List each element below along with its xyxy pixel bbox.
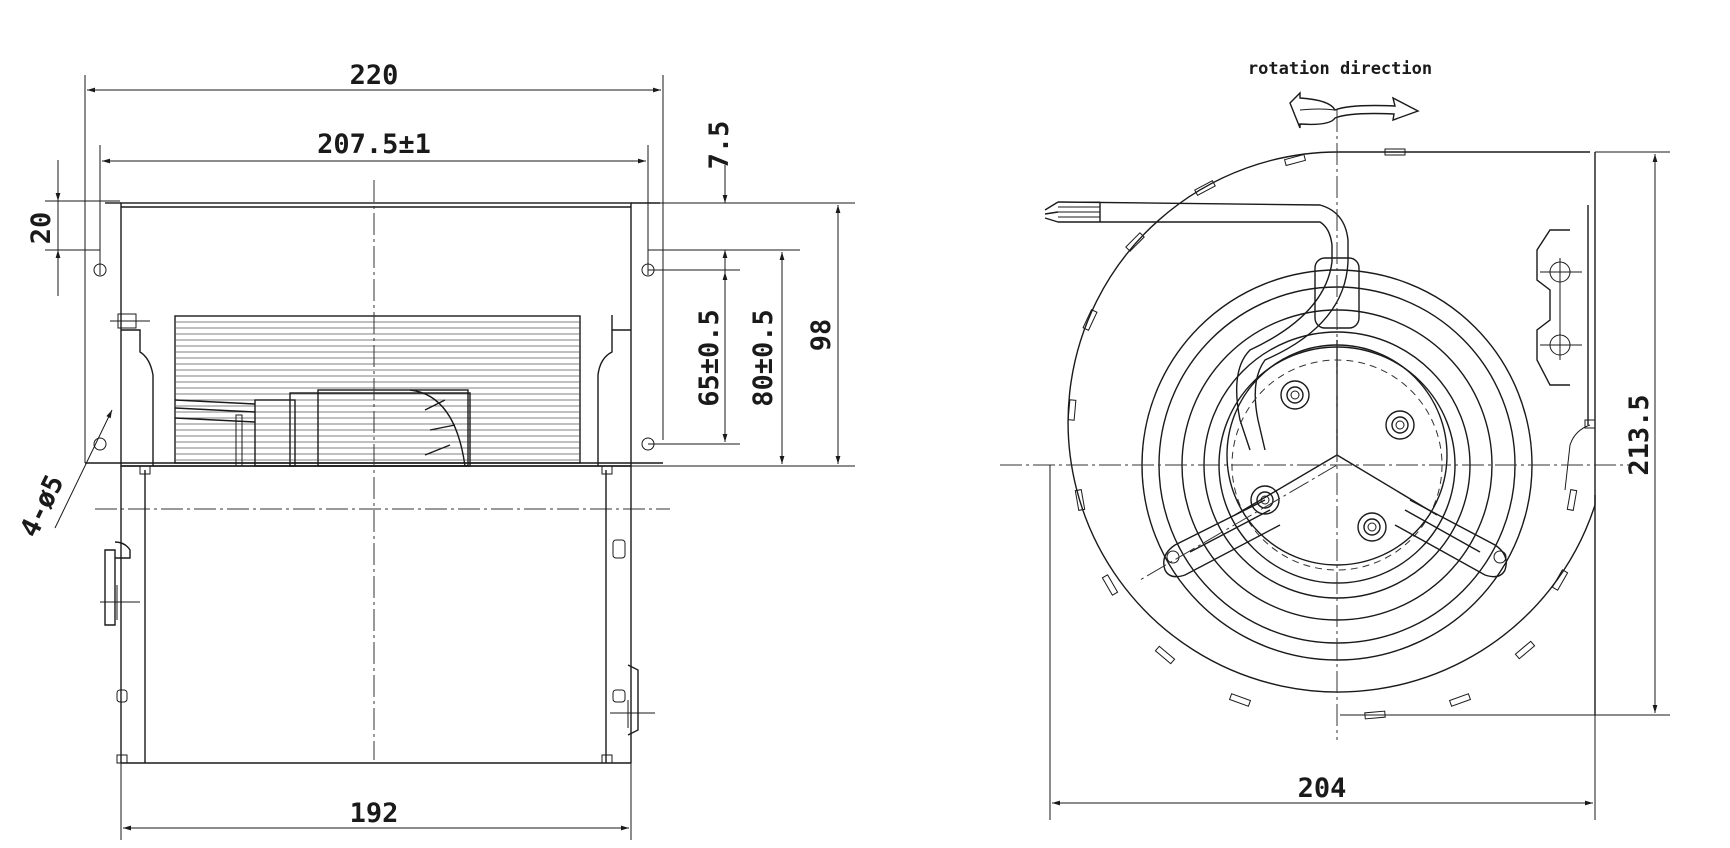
motor-block — [289, 392, 471, 467]
housing-tab — [1228, 693, 1252, 707]
dim-204-label: 204 — [1298, 773, 1347, 804]
dim-207-label: 207.5±1 — [317, 129, 431, 160]
dim-98-label: 98 — [806, 319, 837, 352]
housing-tab — [1154, 645, 1176, 665]
impeller-fins — [174, 315, 581, 464]
holes-label: 4-ø5 — [14, 470, 70, 542]
housing-tab — [1074, 489, 1086, 511]
cable-wires — [1058, 201, 1100, 223]
front-view: rotation direction — [1000, 59, 1670, 820]
housing-tab — [1551, 569, 1569, 591]
dim-20-label: 20 — [26, 212, 57, 245]
housing-tab — [1514, 640, 1536, 660]
housing-tab — [1384, 148, 1406, 156]
screws — [1250, 380, 1415, 542]
dim-65-label: 65±0.5 — [694, 309, 725, 407]
mount-hole-bl — [93, 437, 107, 451]
housing-tab — [1101, 574, 1119, 596]
housing-tab — [1283, 153, 1307, 167]
dim-80-label: 80±0.5 — [748, 309, 779, 407]
housing-tab — [1082, 309, 1098, 331]
mount-hole-tl — [93, 263, 107, 277]
scroll-housing — [1067, 151, 1596, 693]
dim-7-5-label: 7.5 — [704, 121, 735, 170]
side-view: 220 207.5±1 20 — [14, 60, 855, 840]
housing-body — [120, 202, 632, 467]
rotation-arrow-icon — [1289, 91, 1420, 129]
housing-tab — [1194, 179, 1216, 197]
dim-220-label: 220 — [350, 60, 399, 91]
dim-213-label: 213.5 — [1624, 394, 1655, 475]
housing-tab — [1364, 710, 1386, 720]
rotation-direction-label: rotation direction — [1248, 59, 1432, 79]
housing-tab — [1566, 489, 1578, 511]
housing-tab — [1067, 399, 1077, 421]
housing-tab — [1125, 232, 1145, 252]
housing-tab — [1448, 693, 1472, 707]
dim-192-label: 192 — [350, 798, 399, 829]
